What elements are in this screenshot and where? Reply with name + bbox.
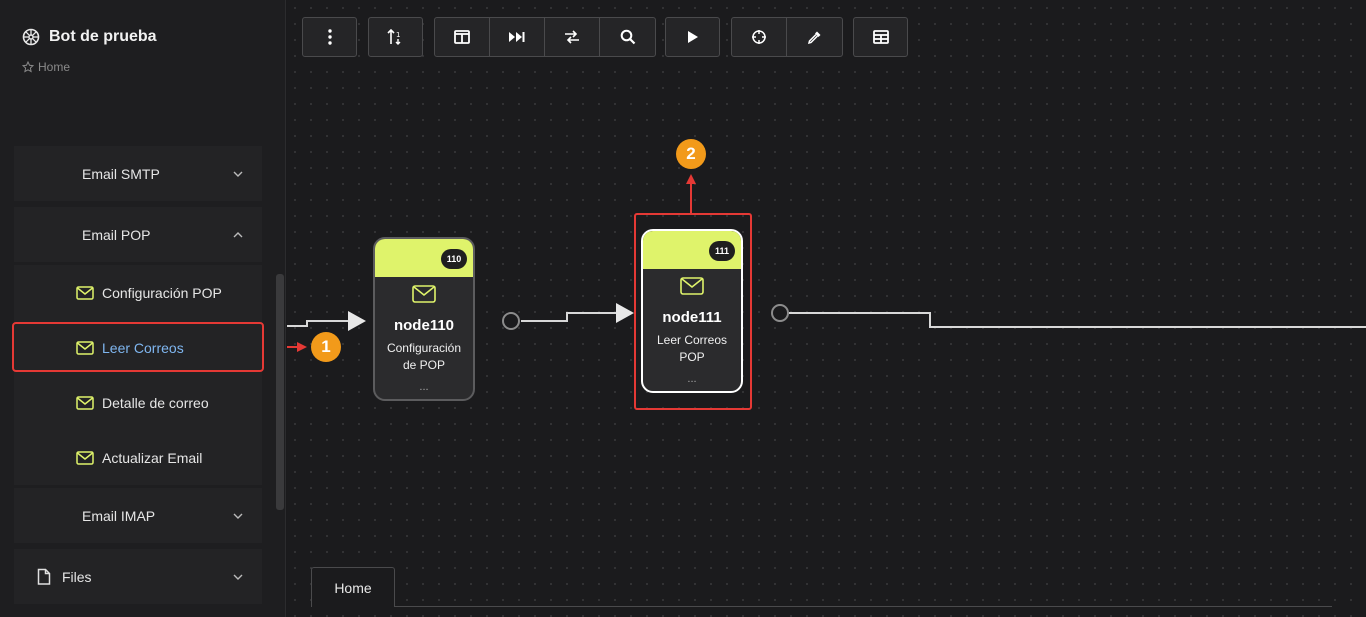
split-view-button[interactable] [435, 18, 490, 56]
edge-node110-node111 [521, 312, 617, 322]
flow-canvas[interactable]: 1 [287, 0, 1366, 617]
node-header: 111 [643, 231, 741, 269]
sidebar-item-label: Email IMAP [82, 507, 156, 524]
sidebar-item-label: Configuración POP [102, 284, 222, 301]
sidebar-item-configuracion-pop[interactable]: Configuración POP [14, 265, 262, 320]
view-tools-group [434, 17, 656, 57]
flow-tab-bar: Home [311, 567, 1332, 607]
skip-forward-icon [509, 32, 525, 42]
node111-output-port[interactable] [771, 304, 789, 322]
flow-node-110[interactable]: 110 node110 Configuración de POP ... [373, 237, 475, 401]
edge-arrowhead [616, 303, 634, 323]
node-id-badge: 110 [441, 249, 467, 269]
tab-home[interactable]: Home [311, 567, 395, 607]
sidebar-item-email-smtp[interactable]: Email SMTP [14, 146, 262, 201]
edge-arrowhead [348, 311, 366, 331]
node-description: Leer Correos POP [656, 333, 728, 364]
skip-forward-button[interactable] [490, 18, 545, 56]
node-tools-group [731, 17, 843, 57]
node-more: ... [687, 373, 697, 385]
eyedropper-icon [807, 31, 820, 45]
locate-button[interactable] [732, 18, 787, 56]
more-vert-icon [327, 29, 332, 45]
sidebar: Bot de prueba Home Email SMTP Email POP … [0, 0, 286, 617]
search-button[interactable] [600, 18, 655, 56]
mail-icon [76, 285, 94, 300]
file-icon [37, 568, 51, 585]
node110-output-port[interactable] [502, 312, 520, 330]
sidebar-item-label: Actualizar Email [102, 449, 203, 466]
sort-button[interactable]: 1 [368, 17, 423, 57]
table-icon [872, 30, 889, 44]
sidebar-item-label: Leer Correos [102, 339, 184, 356]
crosshair-icon [752, 30, 766, 44]
run-button[interactable] [665, 17, 720, 57]
edge-incoming [287, 320, 349, 327]
search-icon [620, 29, 635, 45]
edge-outgoing [789, 312, 1366, 328]
chevron-down-icon [233, 171, 243, 177]
highlight-box-leer-correos [12, 322, 264, 372]
mail-icon [76, 395, 94, 410]
svg-text:1: 1 [396, 31, 400, 39]
transform-icon [565, 30, 579, 44]
sidebar-item-email-pop[interactable]: Email POP [14, 207, 262, 262]
sidebar-item-label: Files [62, 568, 92, 585]
play-icon [687, 31, 698, 43]
sort-icon: 1 [386, 29, 400, 45]
breadcrumb-home[interactable]: Home [38, 60, 71, 74]
node-id-badge: 111 [709, 241, 735, 261]
mail-icon [76, 450, 94, 465]
more-button[interactable] [302, 17, 357, 57]
node-more: ... [419, 381, 429, 393]
mail-icon [680, 277, 704, 295]
step-badge-1: 1 [311, 332, 341, 362]
brand: Bot de prueba [22, 28, 157, 46]
sidebar-item-label: Email POP [82, 226, 151, 243]
highlight-box-node111 [634, 213, 752, 410]
sidebar-item-email-imap[interactable]: Email IMAP [14, 488, 262, 543]
node-name: node110 [393, 317, 455, 334]
sidebar-scrollbar[interactable] [276, 274, 284, 510]
sidebar-item-files[interactable]: Files [14, 549, 262, 604]
chevron-up-icon [233, 231, 243, 237]
bot-logo-icon [22, 28, 40, 46]
chevron-down-icon [233, 513, 243, 519]
sidebar-item-leer-correos[interactable]: Leer Correos [14, 320, 262, 375]
picker-button[interactable] [787, 18, 842, 56]
table-button[interactable] [853, 17, 908, 57]
star-icon[interactable] [22, 61, 34, 73]
sidebar-item-actualizar-email[interactable]: Actualizar Email [14, 430, 262, 485]
annotation-arrowhead-2 [686, 174, 696, 184]
mail-icon [76, 340, 94, 355]
annotation-arrowhead-1 [297, 342, 307, 352]
app-title: Bot de prueba [49, 28, 157, 45]
node-header: 110 [375, 239, 473, 277]
chevron-down-icon [233, 574, 243, 580]
node-name: node111 [662, 309, 722, 326]
step-badge-2: 2 [676, 139, 706, 169]
flow-node-111[interactable]: 111 node111 Leer Correos POP ... [641, 229, 743, 393]
sidebar-item-label: Detalle de correo [102, 394, 209, 411]
sidebar-item-label: Email SMTP [82, 165, 160, 182]
layout-columns-icon [454, 30, 470, 44]
transform-button[interactable] [545, 18, 600, 56]
mail-icon [412, 285, 436, 303]
sidebar-item-detalle-de-correo[interactable]: Detalle de correo [14, 375, 262, 430]
node-description: Configuración de POP [386, 341, 462, 372]
connections-layer [287, 174, 1366, 352]
breadcrumb[interactable]: Home [22, 60, 70, 74]
